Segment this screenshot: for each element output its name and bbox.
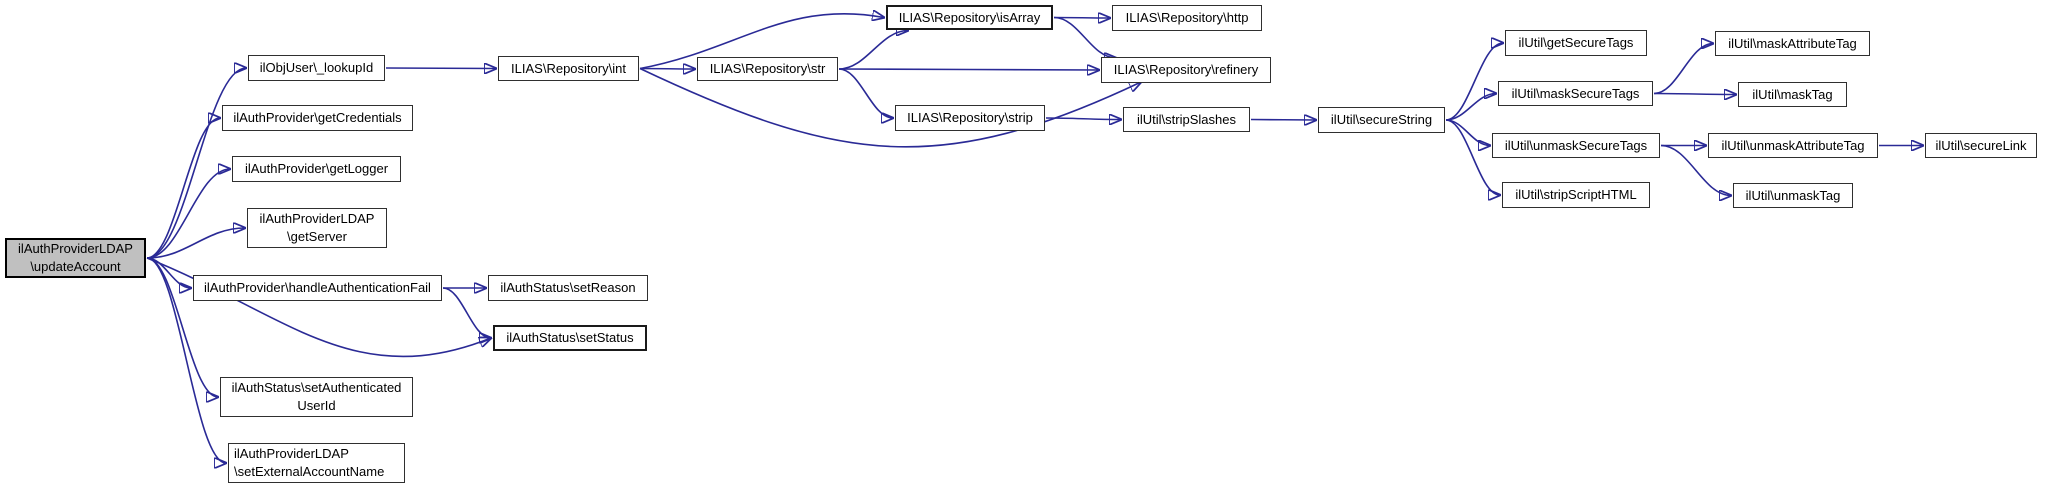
graph-node-repository-is-array[interactable]: ILIAS\Repository\isArray	[886, 5, 1053, 30]
edge-update-account-to-get-server	[146, 228, 245, 259]
graph-node-get-secure-tags[interactable]: ilUtil\getSecureTags	[1505, 30, 1647, 56]
graph-node-label: ILIAS\Repository\http	[1125, 10, 1249, 25]
edge-update-account-to-set-external-account-name	[146, 257, 226, 463]
graph-node-label: \getServer	[287, 229, 347, 244]
graph-node-label: ilUtil\secureString	[1330, 112, 1433, 127]
graph-node-handle-authentication-fail[interactable]: ilAuthProvider\handleAuthenticationFail	[193, 275, 442, 301]
graph-node-unmask-secure-tags[interactable]: ilUtil\unmaskSecureTags	[1492, 133, 1660, 158]
graph-node-secure-string[interactable]: ilUtil\secureString	[1318, 107, 1445, 133]
graph-node-label: ilAuthProviderLDAP	[18, 241, 133, 256]
graph-node-unmask-attribute-tag[interactable]: ilUtil\unmaskAttributeTag	[1708, 133, 1878, 158]
graph-node-label: ilAuthProvider\getLogger	[244, 161, 389, 176]
graph-node-repository-str[interactable]: ILIAS\Repository\str	[697, 57, 838, 81]
graph-node-label: ilAuthStatus\setStatus	[506, 330, 634, 345]
graph-node-update-account[interactable]: ilAuthProviderLDAP \updateAccount	[5, 238, 146, 278]
graph-node-strip-script-html[interactable]: ilUtil\stripScriptHTML	[1502, 182, 1650, 208]
graph-node-secure-link[interactable]: ilUtil\secureLink	[1925, 133, 2037, 158]
graph-node-get-credentials[interactable]: ilAuthProvider\getCredentials	[222, 105, 413, 131]
graph-node-set-reason[interactable]: ilAuthStatus\setReason	[488, 275, 648, 301]
edge-mask-secure-tags-to-mask-tag	[1653, 94, 1736, 95]
edge-update-account-to-set-status	[146, 257, 491, 358]
graph-node-label: ilUtil\unmaskSecureTags	[1504, 137, 1648, 153]
graph-node-label: ilUtil\stripSlashes	[1137, 111, 1236, 127]
graph-node-get-logger[interactable]: ilAuthProvider\getLogger	[232, 156, 401, 182]
graph-node-label: ILIAS\Repository\strip	[907, 110, 1033, 125]
graph-node-label: ilUtil\unmaskTag	[1745, 187, 1841, 203]
graph-node-label: ilObjUser\_lookupId	[259, 60, 374, 75]
edge-update-account-to-get-logger	[146, 169, 230, 259]
graph-node-label: ilUtil\maskAttributeTag	[1728, 35, 1857, 51]
edge-repository-int-to-repository-refinery	[639, 67, 1141, 148]
graph-node-label: ilAuthStatus\setAuthenticated	[231, 380, 402, 395]
edge-repository-is-array-to-repository-refinery	[1053, 16, 1116, 59]
graph-node-repository-strip[interactable]: ILIAS\Repository\strip	[895, 105, 1045, 131]
graph-node-mask-secure-tags[interactable]: ilUtil\maskSecureTags	[1498, 81, 1653, 106]
edge-repository-is-array-to-repository-http	[1053, 18, 1110, 19]
edge-update-account-to-lookup-id	[146, 68, 246, 259]
edge-lookup-id-to-repository-int	[385, 68, 496, 69]
graph-node-mask-attribute-tag[interactable]: ilUtil\maskAttributeTag	[1715, 31, 1870, 56]
edge-repository-strip-to-strip-slashes	[1045, 118, 1121, 120]
graph-node-set-status[interactable]: ilAuthStatus\setStatus	[493, 325, 647, 351]
graph-node-label: ILIAS\Repository\int	[511, 60, 626, 76]
edge-strip-slashes-to-secure-string	[1250, 120, 1316, 121]
edge-repository-int-to-repository-str	[639, 69, 695, 70]
graph-node-label: ilUtil\unmaskAttributeTag	[1721, 137, 1865, 153]
edge-repository-str-to-repository-is-array	[838, 31, 908, 70]
graph-node-label: UserId	[297, 398, 336, 413]
graph-node-repository-refinery[interactable]: ILIAS\Repository\refinery	[1101, 57, 1271, 83]
edge-unmask-secure-tags-to-unmask-tag	[1660, 144, 1731, 196]
graph-node-label: ILIAS\Repository\str	[709, 61, 826, 76]
graph-node-label: ilUtil\secureLink	[1935, 137, 2027, 153]
edge-repository-str-to-repository-refinery	[838, 69, 1099, 70]
graph-node-label: ilAuthStatus\setReason	[500, 280, 636, 295]
graph-node-repository-int[interactable]: ILIAS\Repository\int	[498, 56, 639, 81]
edge-update-account-to-handle-authentication-fail	[146, 257, 191, 288]
graph-node-mask-tag[interactable]: ilUtil\maskTag	[1738, 82, 1847, 107]
graph-node-label: \updateAccount	[30, 259, 121, 274]
graph-node-get-server[interactable]: ilAuthProviderLDAP \getServer	[247, 208, 387, 248]
graph-node-label: ilUtil\stripScriptHTML	[1515, 187, 1637, 202]
graph-node-label: ilAuthProviderLDAP	[234, 446, 349, 461]
edge-mask-secure-tags-to-mask-attribute-tag	[1653, 44, 1713, 95]
edge-repository-int-to-repository-is-array	[639, 14, 884, 70]
graph-node-label: ILIAS\Repository\refinery	[1113, 62, 1259, 77]
graph-node-unmask-tag[interactable]: ilUtil\unmaskTag	[1733, 183, 1853, 208]
edge-handle-authentication-fail-to-set-status	[442, 287, 491, 338]
edge-secure-string-to-unmask-secure-tags	[1445, 119, 1490, 146]
graph-node-lookup-id[interactable]: ilObjUser\_lookupId	[248, 55, 385, 81]
graph-node-label: ilUtil\getSecureTags	[1518, 35, 1634, 50]
graph-node-label: ilAuthProvider\handleAuthenticationFail	[204, 280, 431, 295]
graph-node-label: ilUtil\maskTag	[1752, 86, 1833, 102]
graph-node-strip-slashes[interactable]: ilUtil\stripSlashes	[1123, 107, 1250, 132]
graph-node-label: ilUtil\maskSecureTags	[1511, 85, 1640, 101]
graph-node-label: ilAuthProvider\getCredentials	[233, 110, 402, 125]
edge-secure-string-to-get-secure-tags	[1445, 43, 1503, 121]
graph-node-label: \setExternalAccountName	[234, 464, 385, 479]
edge-repository-str-to-repository-strip	[838, 68, 893, 118]
edge-update-account-to-get-credentials	[146, 118, 220, 259]
graph-node-repository-http[interactable]: ILIAS\Repository\http	[1112, 5, 1262, 31]
graph-node-label: ILIAS\Repository\isArray	[898, 9, 1041, 25]
edge-secure-string-to-mask-secure-tags	[1445, 94, 1496, 121]
edge-secure-string-to-strip-script-html	[1445, 119, 1500, 195]
graph-node-label: ilAuthProviderLDAP	[259, 211, 375, 226]
graph-node-set-external-account-name[interactable]: ilAuthProviderLDAP \setExternalAccountNam…	[228, 443, 405, 483]
